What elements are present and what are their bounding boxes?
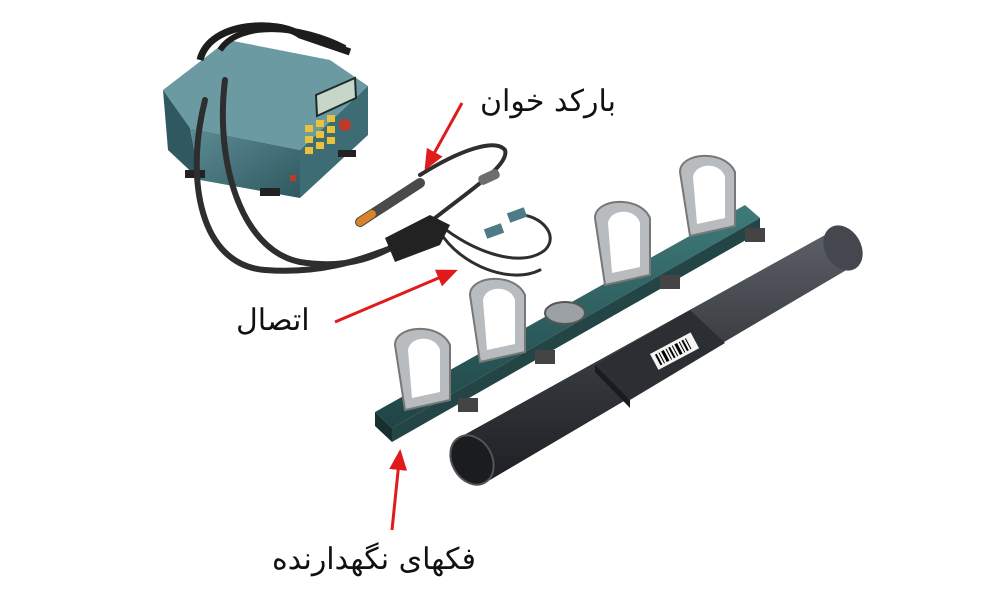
- label-holding-clamps: فکهای نگهدارنده: [272, 542, 477, 577]
- clamp: [393, 327, 478, 412]
- connection-plug: [385, 215, 450, 262]
- pipe-icon: [449, 225, 863, 486]
- machine-icon: [163, 22, 368, 198]
- arrow-clamps: [389, 449, 408, 531]
- arrow-connection: [334, 269, 458, 324]
- barcode-icon: [649, 332, 700, 370]
- arrow-scanner: [424, 102, 464, 171]
- clamp: [593, 200, 680, 289]
- label-connection: اتصال: [236, 303, 310, 338]
- keypad: [305, 115, 335, 154]
- scanner-icon: [355, 169, 500, 227]
- clamp: [468, 277, 555, 364]
- cables: [193, 77, 552, 277]
- clamp: [678, 154, 765, 242]
- label-barcode-scanner: بارکد خوان: [480, 84, 616, 119]
- terminal-connectors: [483, 207, 528, 239]
- gauge-icon: [544, 301, 586, 325]
